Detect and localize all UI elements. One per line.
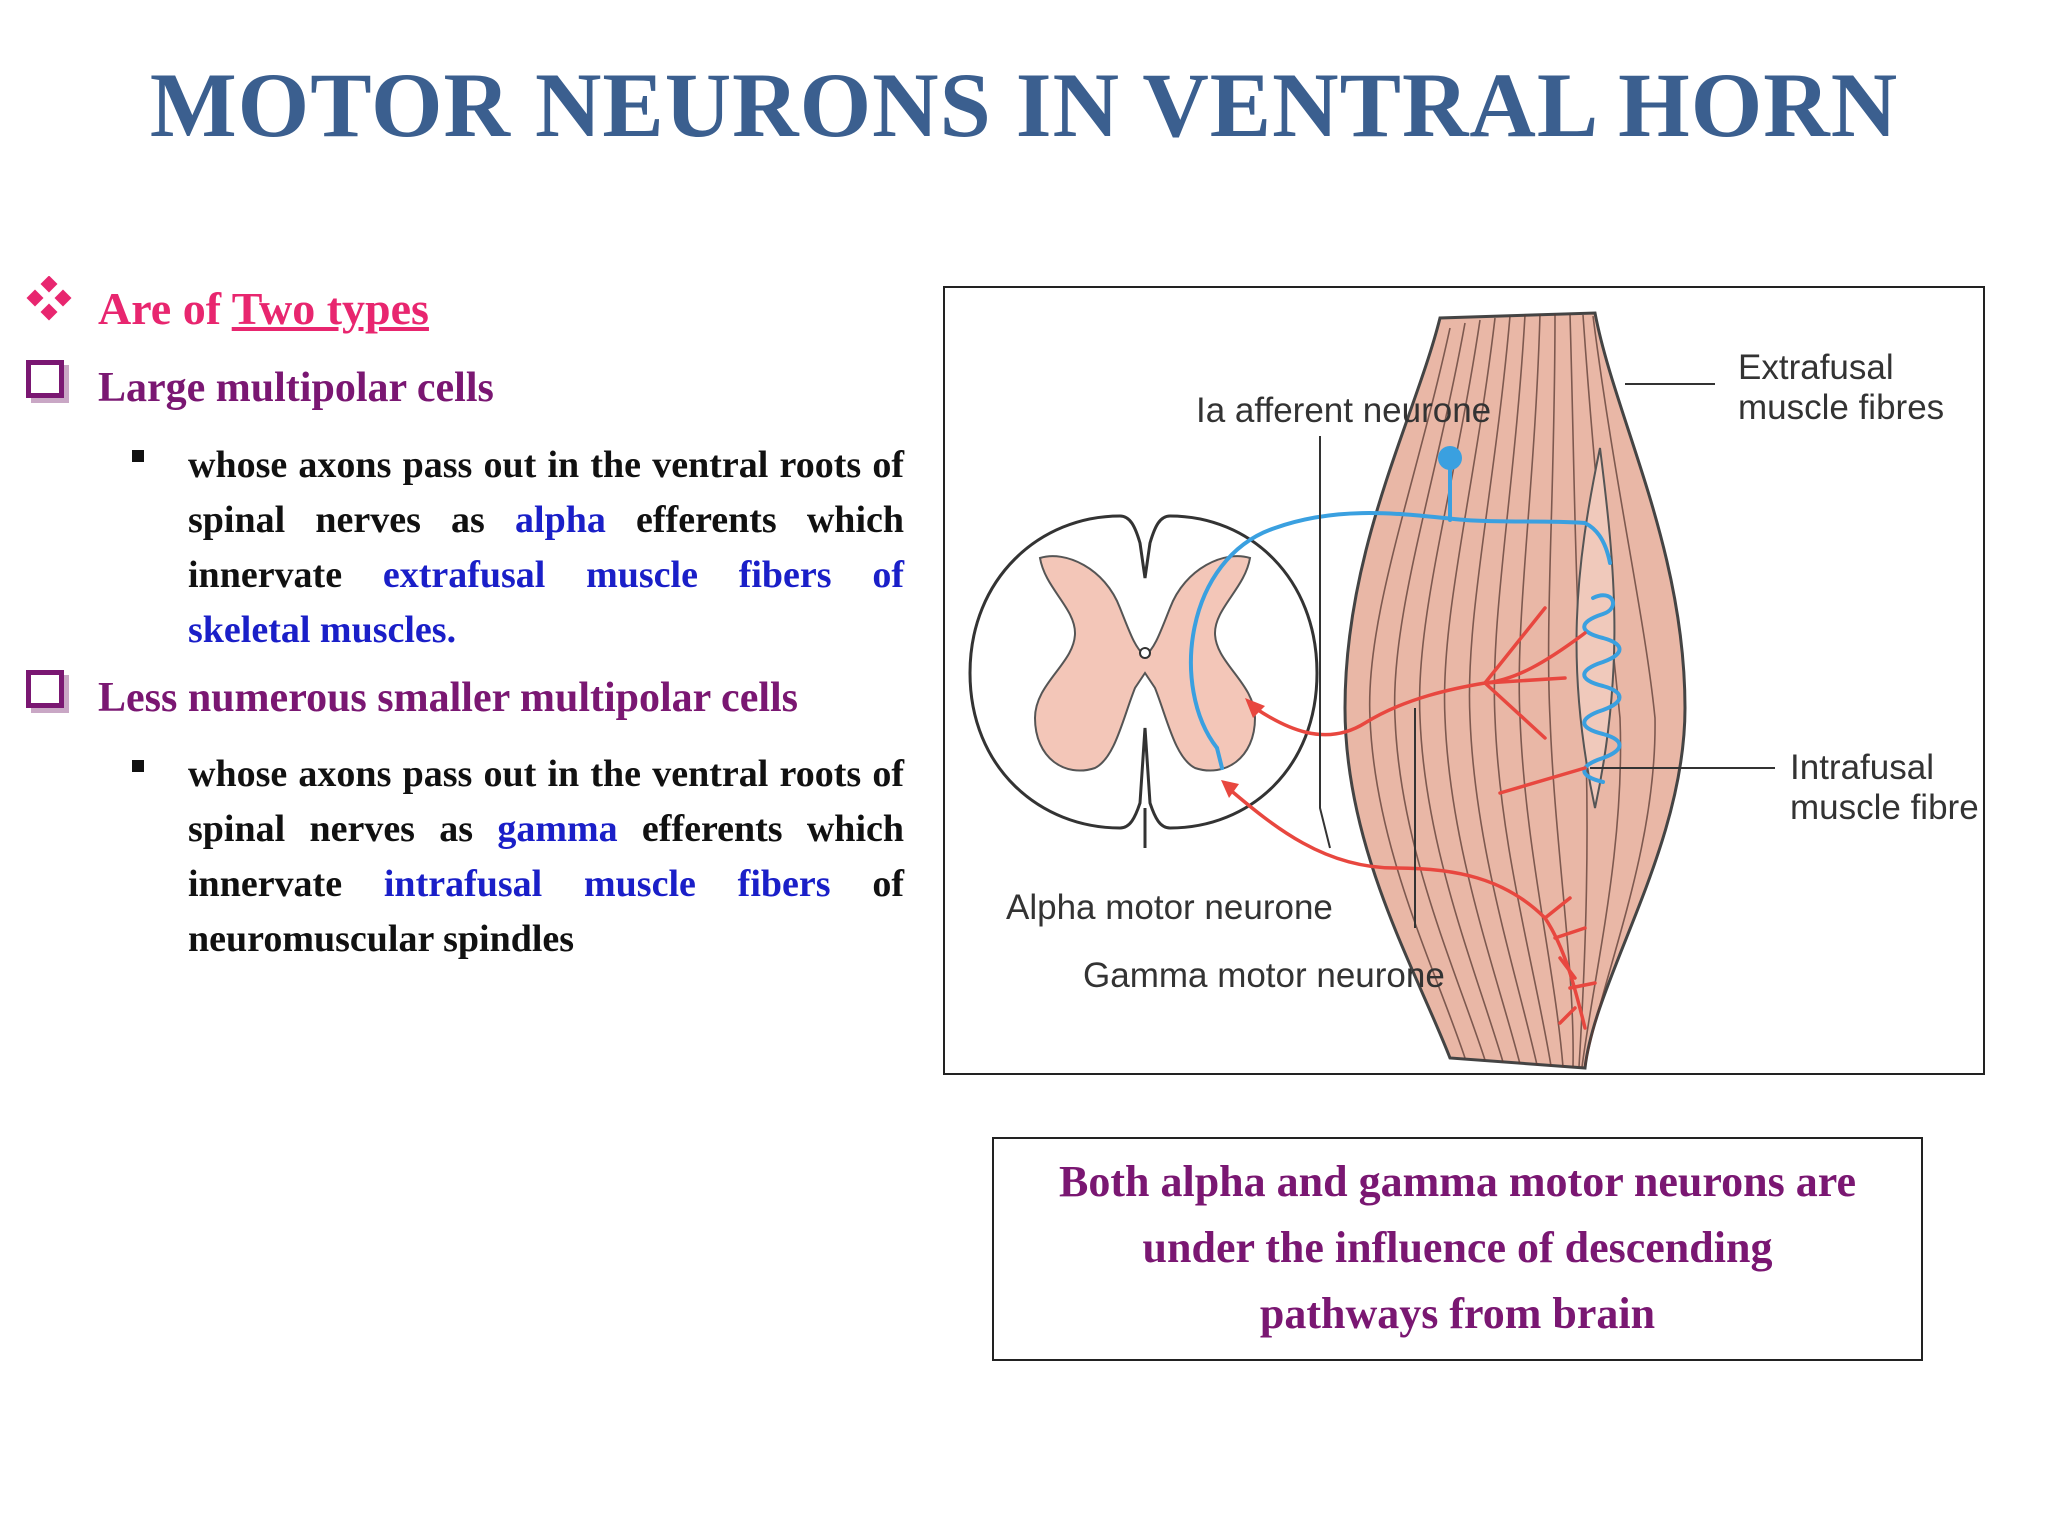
checkbox-bullet-icon	[26, 670, 64, 708]
section-1-alpha: alpha	[515, 499, 606, 541]
label-gamma-motor: Gamma motor neurone	[1083, 956, 1445, 995]
label-alpha-motor: Alpha motor neurone	[1006, 888, 1333, 927]
square-bullet-icon	[132, 760, 144, 772]
section-1-heading: Large multipolar cells	[98, 365, 494, 411]
types-heading: Are of Two types	[98, 282, 429, 335]
section-2-heading: Less numerous smaller multipolar cells	[98, 675, 799, 721]
note-line-3: pathways from brain	[1259, 1289, 1656, 1338]
checkbox-bullet-icon	[26, 360, 64, 398]
section-2-body: whose axons pass out in the ventral root…	[188, 747, 904, 967]
note-line-1: Both alpha and gamma motor neurons are	[1059, 1157, 1856, 1206]
ia-afferent-pathway	[1189, 461, 1622, 784]
label-intrafusal-2: muscle fibre	[1790, 788, 1979, 827]
muscle-belly	[1343, 311, 1687, 1070]
square-bullet-icon	[132, 450, 144, 462]
label-extrafusal-2: muscle fibres	[1738, 388, 1945, 427]
diagram-illustration	[968, 311, 1775, 1070]
note-box: Both alpha and gamma motor neurons are u…	[992, 1137, 1923, 1361]
section-1-body-prefix: whose axons pass out in the ventral root…	[188, 444, 904, 541]
section-2-gamma: gamma	[497, 808, 618, 850]
diamond-bullet-icon	[26, 276, 72, 321]
section-2-body-prefix: whose axons pass out in the ventral root…	[188, 753, 904, 850]
section-2-body-middle: efferents which innervate	[188, 808, 904, 905]
section-1-body: whose axons pass out in the ventral root…	[188, 438, 904, 658]
neuron-diagram: Ia afferent neurone Extrafusal muscle fi…	[943, 286, 1985, 1075]
note-line-2: under the influence of descending	[1142, 1223, 1773, 1272]
efferent-pathways	[1226, 606, 1597, 1030]
spinal-cord-section	[968, 514, 1319, 848]
section-2-body-suffix: of neuromuscular spindles	[188, 863, 904, 960]
section-1-body-middle: efferents which innervate	[188, 499, 904, 596]
label-intrafusal-1: Intrafusal	[1790, 748, 1934, 787]
page-title: MOTOR NEURONS IN VENTRAL HORN	[149, 54, 1899, 156]
types-heading-underlined: Two types	[231, 283, 429, 334]
afferent-cell-body	[1438, 446, 1462, 470]
types-heading-prefix: Are of	[98, 283, 232, 334]
label-extrafusal-1: Extrafusal	[1738, 348, 1894, 387]
section-2-target: intrafusal muscle fibers	[383, 863, 831, 905]
label-ia-afferent: Ia afferent neurone	[1196, 391, 1492, 430]
section-1-target: extrafusal muscle fibers of skeletal mus…	[188, 554, 904, 651]
leader-lines	[1319, 383, 1775, 928]
